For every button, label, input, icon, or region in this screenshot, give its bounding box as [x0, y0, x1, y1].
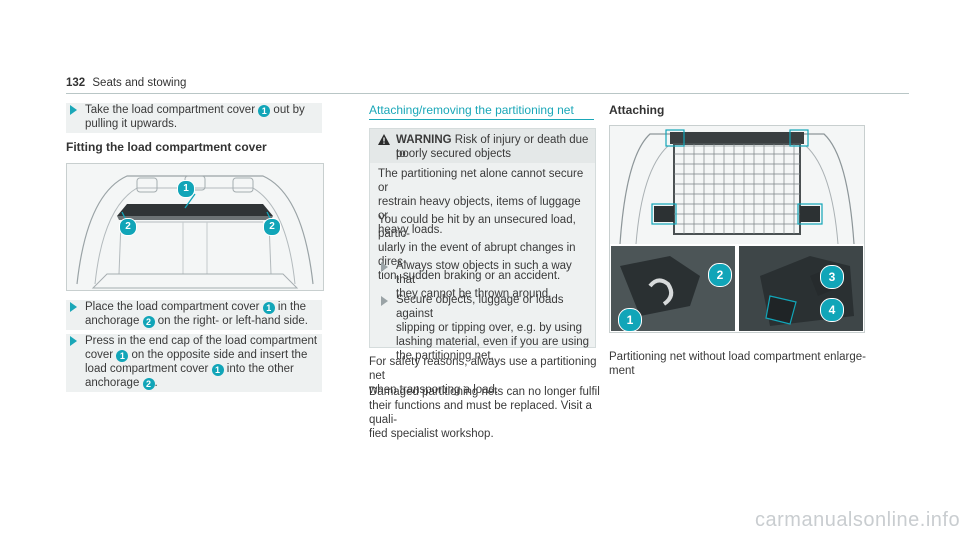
callout-badge-3: 3: [820, 265, 844, 289]
figure-caption: Partitioning net without load compartmen…: [609, 351, 866, 377]
section-title: Seats and stowing: [92, 77, 187, 89]
page-header: 132 Seats and stowing: [66, 77, 186, 89]
callout-2: 2: [142, 316, 155, 328]
warning-label: WARNING: [396, 134, 452, 146]
warning-triangle-icon: [378, 134, 390, 145]
callout-badge-2-right: 2: [263, 218, 281, 236]
watermark: carmanualsonline.info: [755, 509, 960, 531]
trunk-drawing: [67, 164, 323, 290]
warning-body: The partitioning net alone cannot secure…: [370, 163, 595, 362]
warning-item-2: Secure objects, luggage or loads against…: [396, 294, 590, 362]
partitioning-net-illustration: 1 2 3 4: [609, 125, 865, 333]
callout-badge-2-left: 2: [119, 218, 137, 236]
arrow-icon: [70, 302, 77, 312]
warning-header: WARNING Risk of injury or death due to p…: [370, 129, 595, 163]
callout-1: 1: [258, 105, 271, 117]
header-divider: [66, 93, 909, 94]
arrow-icon: [70, 105, 77, 115]
warning-box: WARNING Risk of injury or death due to p…: [369, 128, 596, 362]
section-heading-rule: [369, 119, 594, 120]
step-remove-cover: Take the load compartment cover 1 out by…: [66, 103, 322, 133]
callout-1: 1: [262, 302, 275, 314]
fitting-heading: Fitting the load compartment cover: [66, 140, 267, 154]
page-number: 132: [66, 77, 86, 89]
callout-1: 1: [116, 350, 129, 362]
cargo-cover-illustration: 1 2 2: [66, 163, 324, 291]
paragraph-damaged: Damaged partitioning nets can no longer …: [369, 386, 600, 440]
callout-badge-2: 2: [708, 263, 732, 287]
warning-item-1: Always stow objects in such a way that t…: [396, 260, 572, 300]
section-heading: Attaching/removing the partitioning net: [369, 103, 574, 117]
callout-1: 1: [211, 364, 224, 376]
callout-badge-1: 1: [177, 180, 195, 198]
attaching-heading: Attaching: [609, 103, 665, 117]
arrow-icon: [70, 336, 77, 346]
warning-para-1: The partitioning net alone cannot secure…: [378, 168, 584, 236]
callout-2: 2: [142, 378, 155, 390]
callout-badge-4: 4: [820, 298, 844, 322]
step-press-end-cap: Press in the end cap of the load compart…: [66, 334, 322, 392]
arrow-icon: [381, 296, 388, 306]
callout-badge-1: 1: [618, 308, 642, 332]
paragraph-safety: For safety reasons, always use a partiti…: [369, 356, 597, 396]
step-place-cover: Place the load compartment cover 1 in th…: [66, 300, 322, 330]
arrow-icon: [381, 262, 388, 272]
